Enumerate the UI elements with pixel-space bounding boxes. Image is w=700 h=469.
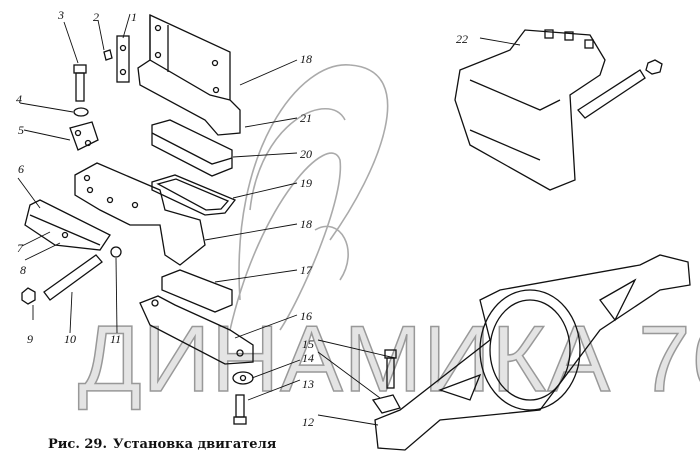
label-18-top: 18 (300, 52, 312, 66)
label-15: 15 (302, 337, 314, 351)
washer-11 (110, 246, 122, 258)
label-4: 4 (16, 92, 22, 106)
nut-2 (103, 49, 113, 61)
label-18: 18 (300, 217, 312, 231)
label-9: 9 (27, 332, 33, 346)
washer-4 (73, 107, 89, 117)
bolt-13 (233, 394, 247, 425)
plate-1 (116, 35, 130, 83)
pad-20 (151, 119, 233, 177)
label-17: 17 (300, 263, 312, 277)
label-19: 19 (300, 176, 312, 190)
plate-5 (69, 121, 99, 151)
label-16: 16 (300, 309, 312, 323)
bracket-lower (74, 162, 206, 266)
label-13: 13 (302, 377, 314, 391)
frame-19 (151, 174, 237, 216)
label-8: 8 (20, 263, 26, 277)
label-11: 11 (110, 332, 122, 346)
label-1: 1 (131, 10, 137, 24)
label-6: 6 (18, 162, 24, 176)
label-10: 10 (64, 332, 76, 346)
label-20: 20 (300, 147, 312, 161)
bracket-top (137, 13, 241, 136)
label-7: 7 (17, 241, 23, 255)
figure-caption: Рис. 29. Установка двигателя (48, 437, 282, 452)
caption-title: Установка двигателя (113, 437, 277, 452)
plates-6-7-8 (24, 199, 111, 251)
washer-14 (232, 371, 254, 385)
label-14: 14 (302, 351, 314, 365)
label-22: 22 (456, 32, 468, 46)
bracket-22 (454, 29, 663, 191)
bolt-15 (384, 349, 397, 389)
label-5: 5 (18, 123, 24, 137)
label-12: 12 (302, 415, 314, 429)
label-2: 2 (93, 10, 99, 24)
bolt-3 (73, 64, 87, 102)
plate-15 (371, 394, 401, 414)
label-21: 21 (300, 111, 312, 125)
label-3: 3 (58, 8, 64, 22)
crossmember-12 (374, 254, 691, 451)
caption-prefix: Рис. 29. (48, 437, 108, 452)
plate-16 (139, 295, 254, 365)
nut-9 (21, 287, 36, 305)
stud-10 (43, 254, 103, 301)
watermark-arcs (229, 64, 389, 331)
pad-17 (161, 269, 233, 313)
leader-lines (17, 13, 521, 426)
